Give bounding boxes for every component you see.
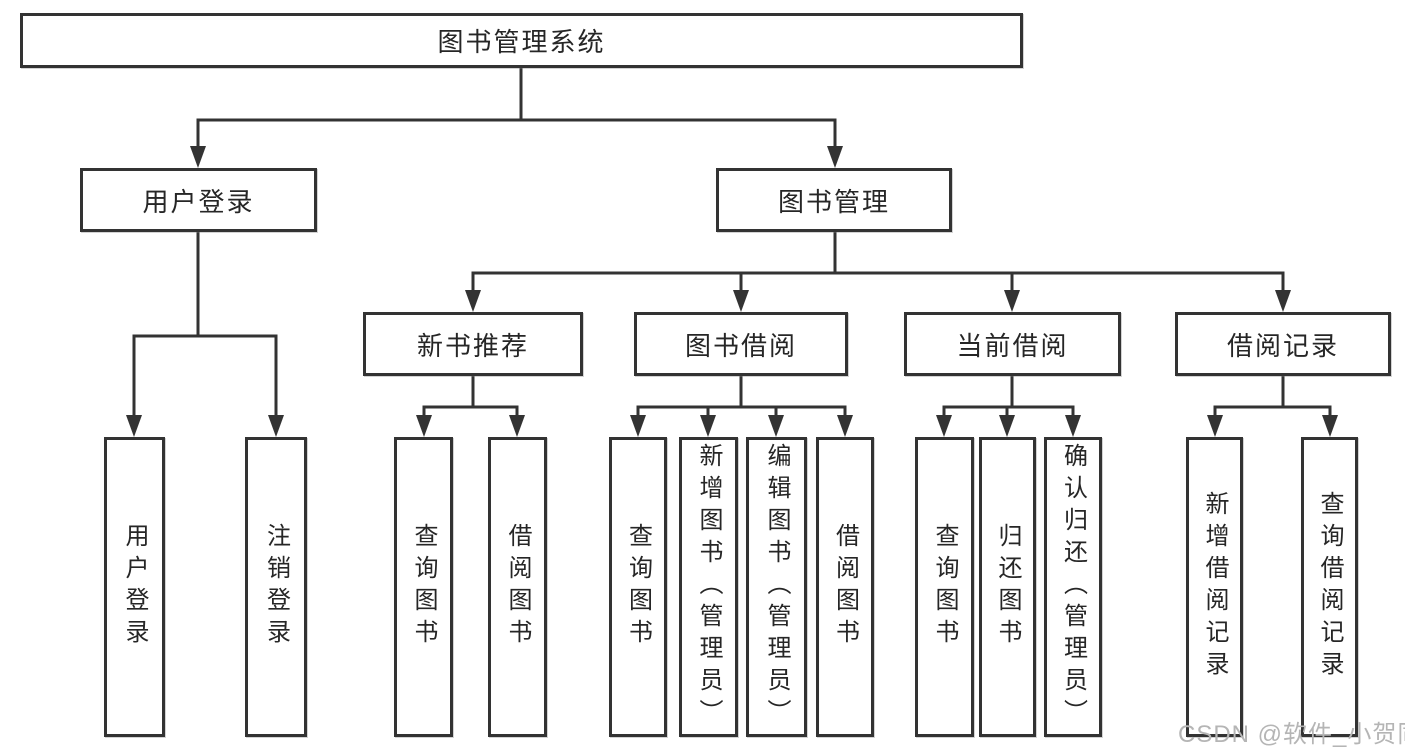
leaf-return-books-label: 归还图书: [994, 523, 1021, 651]
node-current-borrow: 当前借阅: [904, 312, 1121, 376]
arrow-down-icon: [700, 415, 716, 437]
leaf-borrow-books: 借阅图书: [488, 437, 547, 737]
leaf-query-borrow-record-label: 查询借阅记录: [1316, 491, 1343, 683]
leaf-query-books: 查询图书: [915, 437, 974, 737]
arrow-down-icon: [1207, 415, 1223, 437]
leaf-user-login: 用户登录: [104, 437, 165, 737]
leaf-borrow-books-label: 借阅图书: [831, 523, 859, 651]
node-book-borrow-label: 图书借阅: [684, 330, 797, 361]
leaf-query-books-label: 查询图书: [931, 523, 958, 651]
leaf-return-books: 归还图书: [979, 437, 1036, 737]
node-root-label: 图书管理系统: [437, 27, 606, 57]
arrow-down-icon: [1275, 290, 1291, 312]
leaf-add-books-admin: 新增图书（管理员）: [679, 437, 738, 737]
leaf-add-borrow-record: 新增借阅记录: [1186, 437, 1243, 737]
arrow-down-icon: [509, 415, 525, 437]
node-current-borrow-label: 当前借阅: [956, 330, 1069, 361]
leaf-borrow-books-label: 借阅图书: [504, 523, 531, 651]
node-borrow-records: 借阅记录: [1175, 312, 1391, 376]
arrow-down-icon: [190, 146, 206, 168]
connector-current-to-leaves: [936, 374, 1081, 437]
arrow-down-icon: [465, 290, 481, 312]
node-book-management-label: 图书管理: [777, 186, 890, 217]
node-root: 图书管理系统: [20, 13, 1023, 68]
arrow-down-icon: [837, 415, 853, 437]
leaf-query-books-label: 查询图书: [410, 523, 437, 651]
leaf-query-books-label: 查询图书: [624, 523, 652, 651]
leaf-confirm-return-admin-label: 确认归还（管理员）: [1059, 443, 1087, 731]
arrow-down-icon: [416, 415, 432, 437]
node-book-borrow: 图书借阅: [634, 312, 848, 376]
connector-borrow-to-leaves: [630, 374, 853, 437]
connector-userlogin-to-leaves: [126, 230, 284, 437]
leaf-user-login-label: 用户登录: [121, 523, 148, 651]
arrow-down-icon: [733, 290, 749, 312]
arrow-down-icon: [1322, 415, 1338, 437]
leaf-edit-books-admin: 编辑图书（管理员）: [746, 437, 807, 737]
leaf-logout-login: 注销登录: [245, 437, 307, 737]
arrow-down-icon: [1065, 415, 1081, 437]
node-new-book-recommend: 新书推荐: [363, 312, 583, 376]
connector-newbooks-to-leaves: [416, 374, 525, 437]
connector-root-to-level2: [190, 66, 843, 168]
leaf-query-books: 查询图书: [394, 437, 453, 737]
arrow-down-icon: [630, 415, 646, 437]
arrow-down-icon: [126, 415, 142, 437]
arrow-down-icon: [1004, 290, 1020, 312]
leaf-logout-login-label: 注销登录: [262, 523, 290, 651]
node-book-management: 图书管理: [716, 168, 952, 232]
connector-records-to-leaves: [1207, 374, 1338, 437]
leaf-edit-books-admin-label: 编辑图书（管理员）: [763, 443, 790, 731]
leaf-query-books: 查询图书: [609, 437, 667, 737]
node-new-book-recommend-label: 新书推荐: [416, 330, 529, 361]
node-borrow-records-label: 借阅记录: [1226, 330, 1339, 361]
arrow-down-icon: [768, 415, 784, 437]
leaf-add-books-admin-label: 新增图书（管理员）: [695, 443, 722, 731]
arrow-down-icon: [999, 415, 1015, 437]
leaf-add-borrow-record-label: 新增借阅记录: [1201, 491, 1228, 683]
arrow-down-icon: [827, 146, 843, 168]
node-user-login: 用户登录: [80, 168, 317, 232]
csdn-watermark: CSDN @软件_小贺同学: [1178, 721, 1405, 747]
connector-bookmgmt-to-level3: [465, 230, 1291, 312]
leaf-query-borrow-record: 查询借阅记录: [1301, 437, 1358, 737]
leaf-confirm-return-admin: 确认归还（管理员）: [1044, 437, 1102, 737]
arrow-down-icon: [268, 415, 284, 437]
node-user-login-label: 用户登录: [142, 186, 255, 217]
arrow-down-icon: [936, 415, 952, 437]
leaf-borrow-books: 借阅图书: [816, 437, 874, 737]
